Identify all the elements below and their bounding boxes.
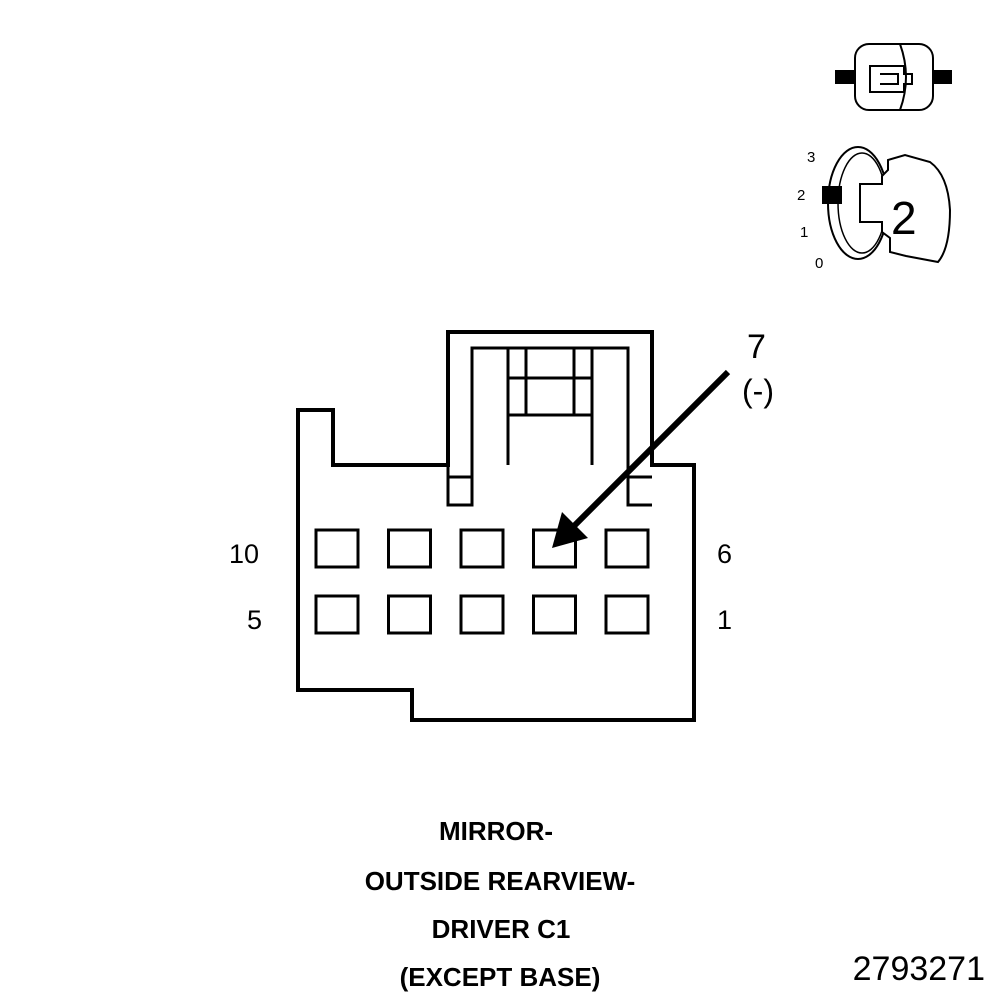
position-mark-0: 0	[815, 255, 823, 272]
position-dial-icon: 3 2 1 0 2	[797, 146, 952, 272]
position-mark-2: 2	[797, 187, 805, 204]
terminal-cavity-1	[604, 594, 650, 635]
title-line-4: (EXCEPT BASE)	[400, 962, 601, 992]
callout-arrow	[552, 369, 731, 548]
terminal-cavity-9	[387, 528, 432, 569]
connector-side-view-icon	[835, 43, 952, 111]
terminal-cavity-5	[314, 594, 360, 635]
figure-number: 2793271	[853, 950, 985, 988]
row-label-bottom-right: 1	[717, 605, 732, 635]
row-label-top-left: 10	[229, 539, 259, 569]
connector-body-outline	[296, 330, 696, 722]
terminal-cavity-2	[532, 594, 577, 635]
connector-face	[296, 330, 696, 722]
title-line-2: OUTSIDE REARVIEW-	[365, 866, 636, 896]
terminal-cavities	[314, 528, 650, 635]
connector-latch	[446, 332, 652, 507]
callout-polarity: (-)	[742, 373, 774, 409]
terminal-cavity-8	[459, 528, 505, 569]
position-number: 2	[891, 192, 917, 244]
terminal-cavity-3	[459, 594, 505, 635]
title-line-3: DRIVER C1	[432, 914, 571, 944]
title-line-1: MIRROR-	[439, 816, 553, 846]
callout-terminal-number: 7	[747, 328, 766, 366]
terminal-cavity-10	[314, 528, 360, 569]
row-label-bottom-left: 5	[247, 605, 262, 635]
dial-indicator	[822, 186, 842, 204]
row-label-top-right: 6	[717, 539, 732, 569]
terminal-cavity-4	[387, 594, 432, 635]
terminal-cavity-6	[604, 528, 650, 569]
dial-key	[859, 153, 952, 264]
position-mark-3: 3	[807, 149, 815, 166]
position-mark-1: 1	[800, 224, 808, 241]
